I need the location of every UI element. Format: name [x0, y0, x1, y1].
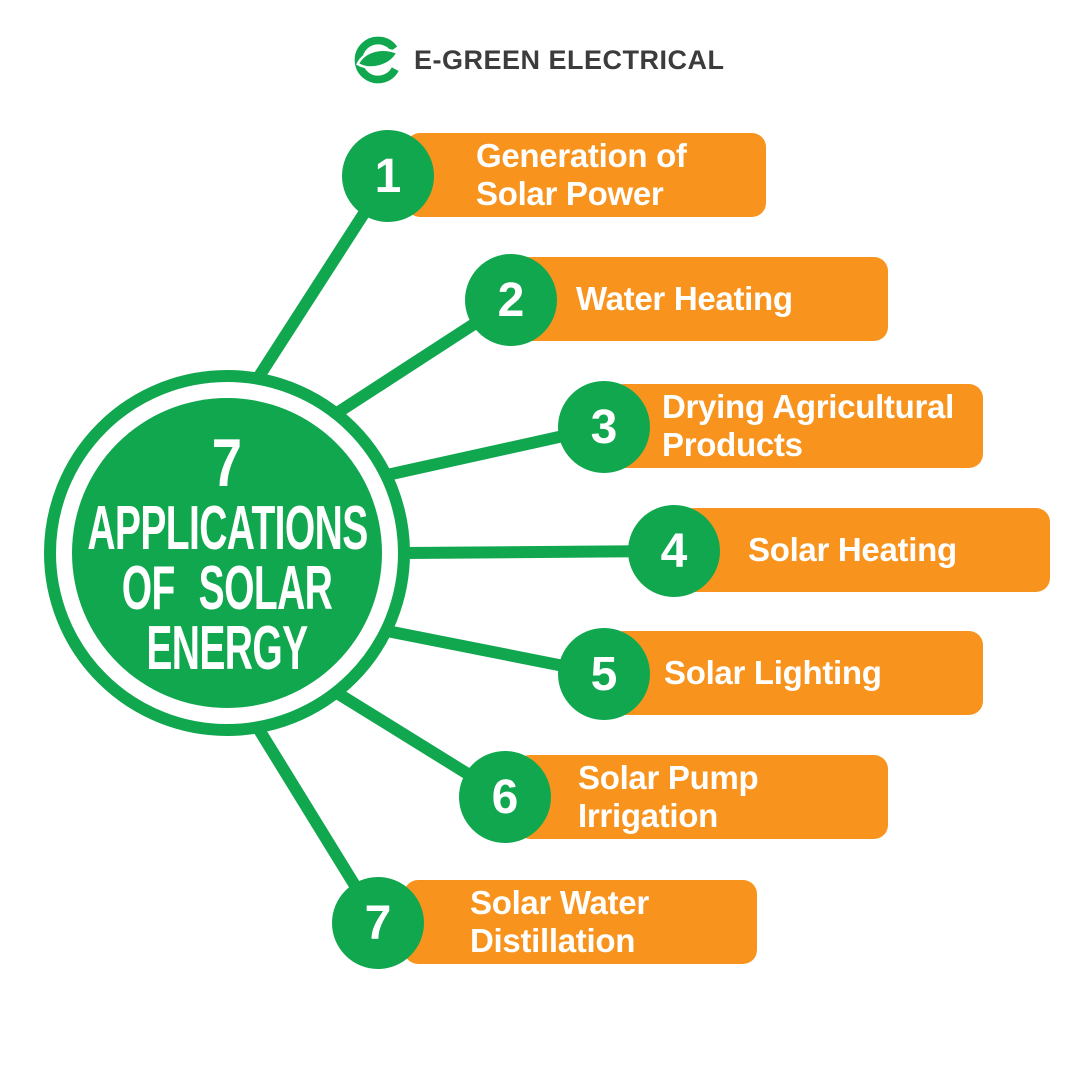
item-label-line: Solar Lighting: [664, 654, 882, 691]
item-label-line: Solar Pump: [578, 759, 759, 796]
item-label-line: Products: [662, 426, 803, 463]
item-number-text: 6: [491, 770, 519, 824]
hub-circle: 7 APPLICATIONS OF SOLAR ENERGY: [72, 398, 382, 708]
item-label-line: Generation of: [476, 137, 687, 174]
hub-title-line-1: APPLICATIONS: [86, 494, 368, 563]
item-number-text: 7: [364, 896, 392, 950]
item-number-text: 3: [590, 400, 618, 454]
item-number-3: 3: [558, 381, 650, 473]
leaf-e-logo-icon: [354, 36, 400, 84]
item-label-line: Solar Power: [476, 175, 664, 212]
item-bar-4: Solar Heating: [680, 508, 1050, 592]
item-number-text: 5: [590, 647, 618, 701]
item-number-2: 2: [465, 254, 557, 346]
item-number-4: 4: [628, 505, 720, 597]
item-label-line: Water Heating: [576, 280, 793, 317]
item-number-text: 4: [660, 524, 688, 578]
hub-number: 7: [211, 425, 243, 501]
item-number-text: 2: [497, 273, 525, 327]
brand-name: E-GREEN ELECTRICAL: [414, 45, 725, 75]
item-number-7: 7: [332, 877, 424, 969]
item-label-line: Distillation: [470, 922, 636, 959]
hub-title-line-2: OF SOLAR: [121, 554, 333, 623]
item-label-line: Drying Agricultural: [662, 388, 954, 425]
brand-header: E-GREEN ELECTRICAL: [352, 34, 725, 86]
item-bar-5: Solar Lighting: [610, 631, 983, 715]
item-number-6: 6: [459, 751, 551, 843]
item-label-line: Solar Water: [470, 884, 649, 921]
item-label-line: Irrigation: [578, 797, 719, 834]
hub-title-line-3: ENERGY: [146, 614, 308, 683]
item-number-5: 5: [558, 628, 650, 720]
item-label-line: Solar Heating: [748, 531, 957, 568]
item-bar-2: Water Heating: [516, 257, 888, 341]
item-number-text: 1: [374, 149, 402, 203]
item-number-1: 1: [342, 130, 434, 222]
